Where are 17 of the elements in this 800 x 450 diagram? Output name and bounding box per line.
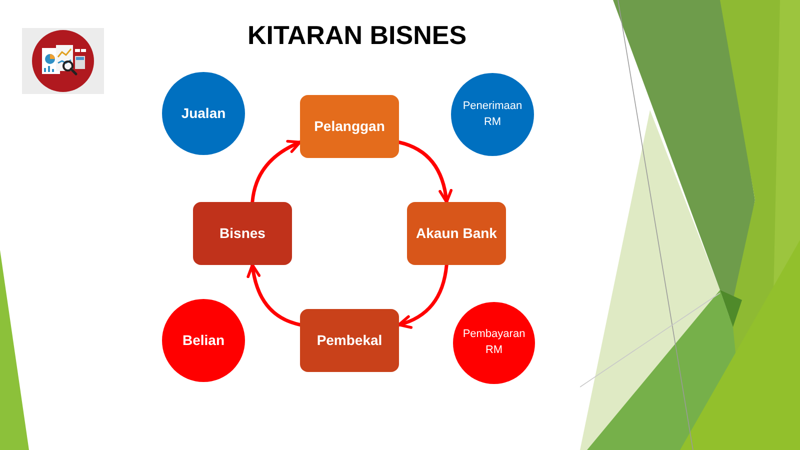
curved-arrow [247, 263, 302, 326]
process-box [300, 309, 399, 372]
node-label: Pembekal [316, 331, 382, 350]
curved-arrow [250, 140, 302, 204]
node-label: Pembayaran RM [462, 327, 526, 358]
node-label: Penerimaan RM [462, 98, 524, 130]
curved-arrow [397, 263, 448, 328]
node-label: Pelanggan [314, 117, 385, 136]
title: KITARAN BISNES [246, 19, 468, 52]
process-box [300, 95, 399, 158]
curved-arrow [397, 140, 452, 204]
node-label: Bisnes [220, 224, 266, 244]
process-box [193, 202, 292, 265]
process-box [407, 202, 506, 265]
node-label: Akaun Bank [416, 224, 497, 244]
node-label: Jualan [181, 104, 226, 124]
node-label: Belian [182, 331, 224, 350]
